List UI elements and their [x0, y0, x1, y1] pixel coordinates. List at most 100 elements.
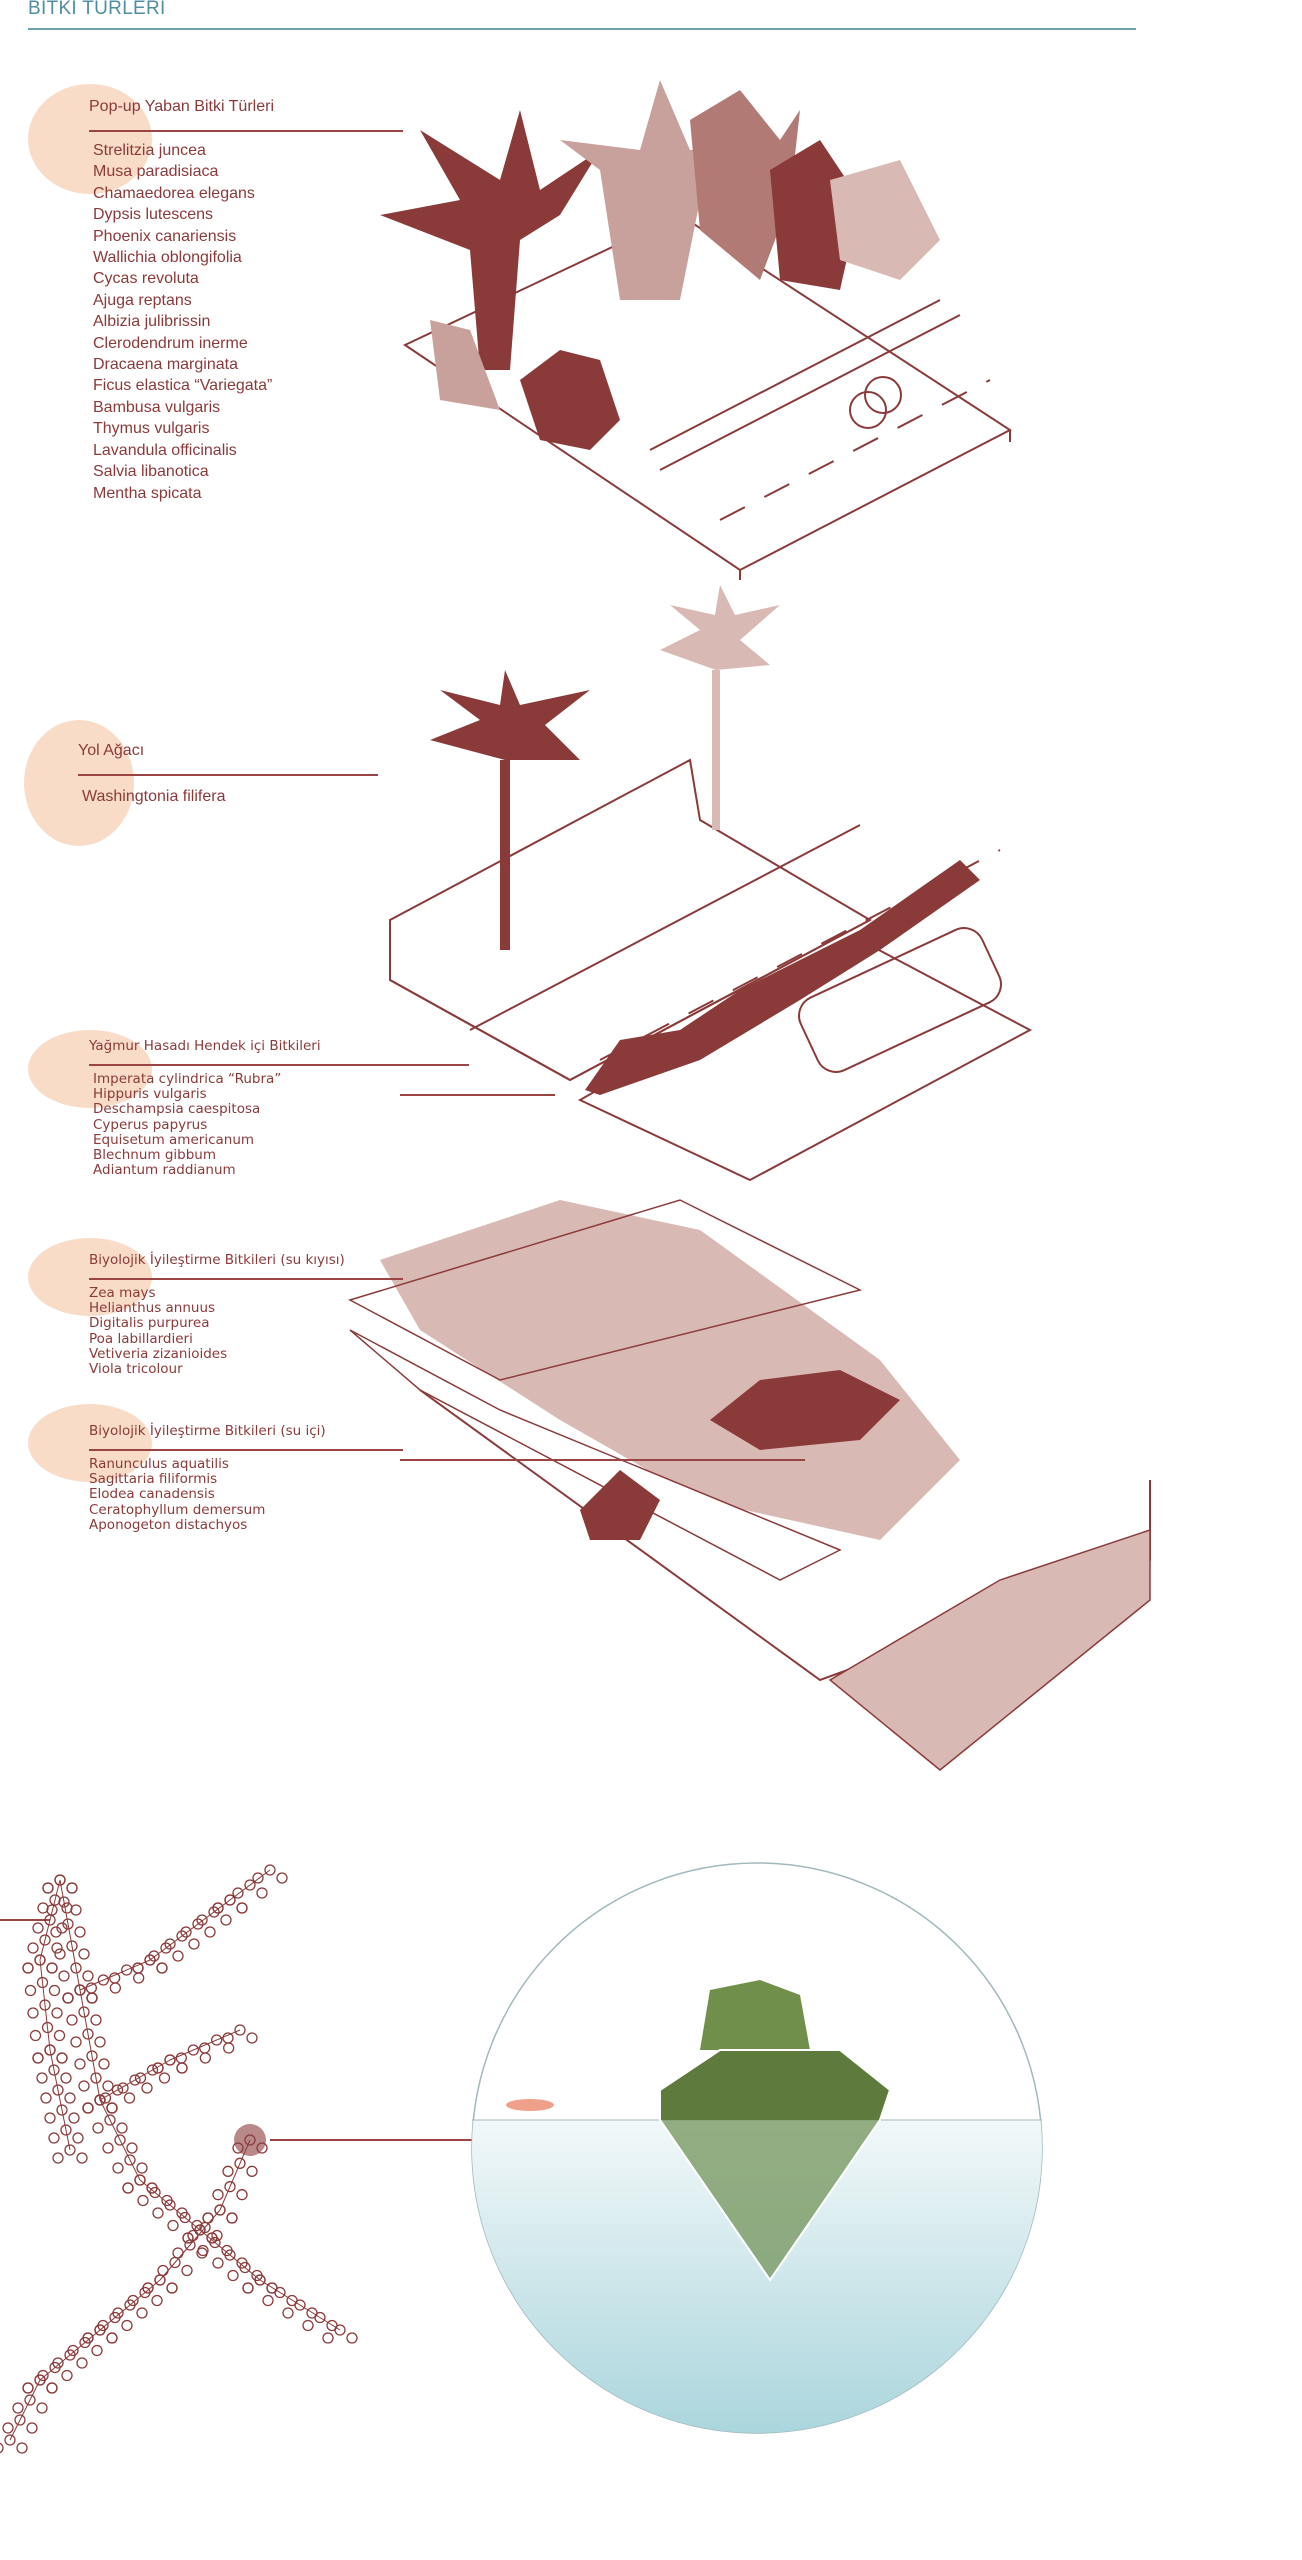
- network-node: [209, 2236, 221, 2249]
- network-node: [94, 2094, 106, 2106]
- network-node: [212, 2189, 224, 2201]
- section-divider: [89, 1449, 403, 1451]
- network-node: [188, 1938, 200, 1950]
- network-node: [61, 1902, 73, 1914]
- network-node: [156, 1962, 168, 1974]
- species-item: Chamaedorea elegans: [93, 184, 255, 202]
- network-node: [149, 2186, 161, 2199]
- section-marker-circle: [28, 1030, 152, 1108]
- network-node: [196, 2247, 208, 2259]
- network-node: [282, 2307, 294, 2319]
- network-link: [49, 2049, 71, 2151]
- network-node: [102, 2080, 114, 2092]
- network-node: [244, 1879, 256, 1891]
- network-node: [99, 2092, 112, 2104]
- network-node: [64, 2349, 76, 2361]
- species-list: Imperata cylindrica “Rubra” Hippuris vul…: [93, 1071, 469, 1178]
- species-item: Washingtonia filifera: [82, 788, 226, 805]
- species-item: Cycas revoluta: [93, 270, 199, 288]
- species-item: Ceratophyllum demersum: [89, 1501, 266, 1518]
- network-node: [148, 1950, 160, 1962]
- network-node: [90, 2014, 102, 2026]
- section-divider: [78, 774, 378, 776]
- network-node: [214, 2204, 226, 2216]
- network-node: [90, 2072, 102, 2084]
- palm-tree-icon: [430, 585, 780, 950]
- section-divider: [89, 1278, 403, 1280]
- network-node: [222, 2165, 234, 2177]
- network-node: [106, 2102, 118, 2114]
- network-node: [29, 2029, 42, 2042]
- network-node: [85, 1982, 97, 1994]
- network-node: [202, 2212, 214, 2224]
- network-node: [139, 2286, 151, 2299]
- species-item: Dracaena marginata: [93, 356, 238, 374]
- network-node: [66, 2014, 78, 2026]
- network-node: [141, 2082, 153, 2094]
- species-item: Sagittaria filiformis: [89, 1471, 218, 1488]
- network-node: [123, 2092, 136, 2104]
- species-item: Albizia julibrissin: [93, 313, 211, 331]
- network-node: [192, 1918, 204, 1930]
- network-node: [242, 2282, 254, 2294]
- network-node: [181, 2264, 193, 2277]
- network-node: [109, 1982, 121, 1994]
- section-marker-circle: [24, 720, 134, 846]
- network-link: [9, 2379, 41, 2441]
- network-node: [211, 2034, 223, 2046]
- bioremediation-block: [348, 1199, 1151, 1771]
- network-node: [56, 2052, 68, 2064]
- network-node: [16, 2442, 28, 2454]
- network-node: [74, 2058, 86, 2070]
- network-node: [158, 2072, 171, 2084]
- network-node: [78, 1948, 90, 1960]
- network-node: [164, 2054, 176, 2066]
- network-node: [48, 2064, 60, 2076]
- network-node: [49, 1894, 61, 1906]
- network-node: [212, 1902, 224, 1914]
- network-node: [199, 2221, 211, 2234]
- page-title: BİTKİ TÜRLERİ: [28, 0, 166, 19]
- network-node: [109, 2311, 121, 2324]
- network-node: [322, 2332, 334, 2344]
- network-node: [52, 2084, 64, 2096]
- network-node: [121, 2319, 133, 2332]
- network-node: [234, 2157, 246, 2169]
- network-node: [227, 2269, 239, 2282]
- section-heading: Pop-up Yaban Bitki Türleri: [89, 98, 274, 115]
- network-node: [70, 2036, 82, 2048]
- network-node: [46, 2382, 58, 2394]
- network-node: [94, 2036, 106, 2048]
- network-node: [124, 2299, 136, 2311]
- network-node: [172, 2247, 184, 2259]
- network-node: [76, 2152, 88, 2164]
- network-node: [60, 2124, 72, 2136]
- network-node: [223, 2042, 235, 2054]
- network-node: [51, 1942, 63, 1954]
- network-node: [22, 2382, 34, 2394]
- network-node: [86, 1992, 98, 2004]
- section-heading: Biyolojik İyileştirme Bitkileri (su içi): [89, 1423, 326, 1439]
- network-node: [226, 2212, 238, 2224]
- network-node: [82, 2028, 94, 2040]
- network-node: [42, 1882, 54, 1894]
- network-node: [160, 1942, 172, 1954]
- species-item: Zea mays: [89, 1285, 156, 1301]
- network-node: [239, 2261, 251, 2274]
- network-node: [137, 2194, 149, 2207]
- network-node: [236, 1902, 248, 1914]
- network-node: [204, 1926, 216, 1938]
- network-node: [254, 2274, 266, 2286]
- section-divider: [89, 130, 403, 132]
- network-node: [56, 1922, 68, 1934]
- network-node: [264, 1864, 276, 1876]
- species-list: Zea mays Helianthus annuus Digitalis pur…: [89, 1285, 403, 1377]
- network-node: [79, 2336, 91, 2349]
- network-link: [99, 2099, 141, 2181]
- highlighted-node: [234, 2124, 266, 2156]
- species-item: Strelitzia juncea: [93, 142, 206, 159]
- network-node: [152, 2207, 164, 2219]
- network-node: [109, 1972, 121, 1984]
- network-node: [132, 1962, 144, 1974]
- network-node: [152, 2062, 164, 2074]
